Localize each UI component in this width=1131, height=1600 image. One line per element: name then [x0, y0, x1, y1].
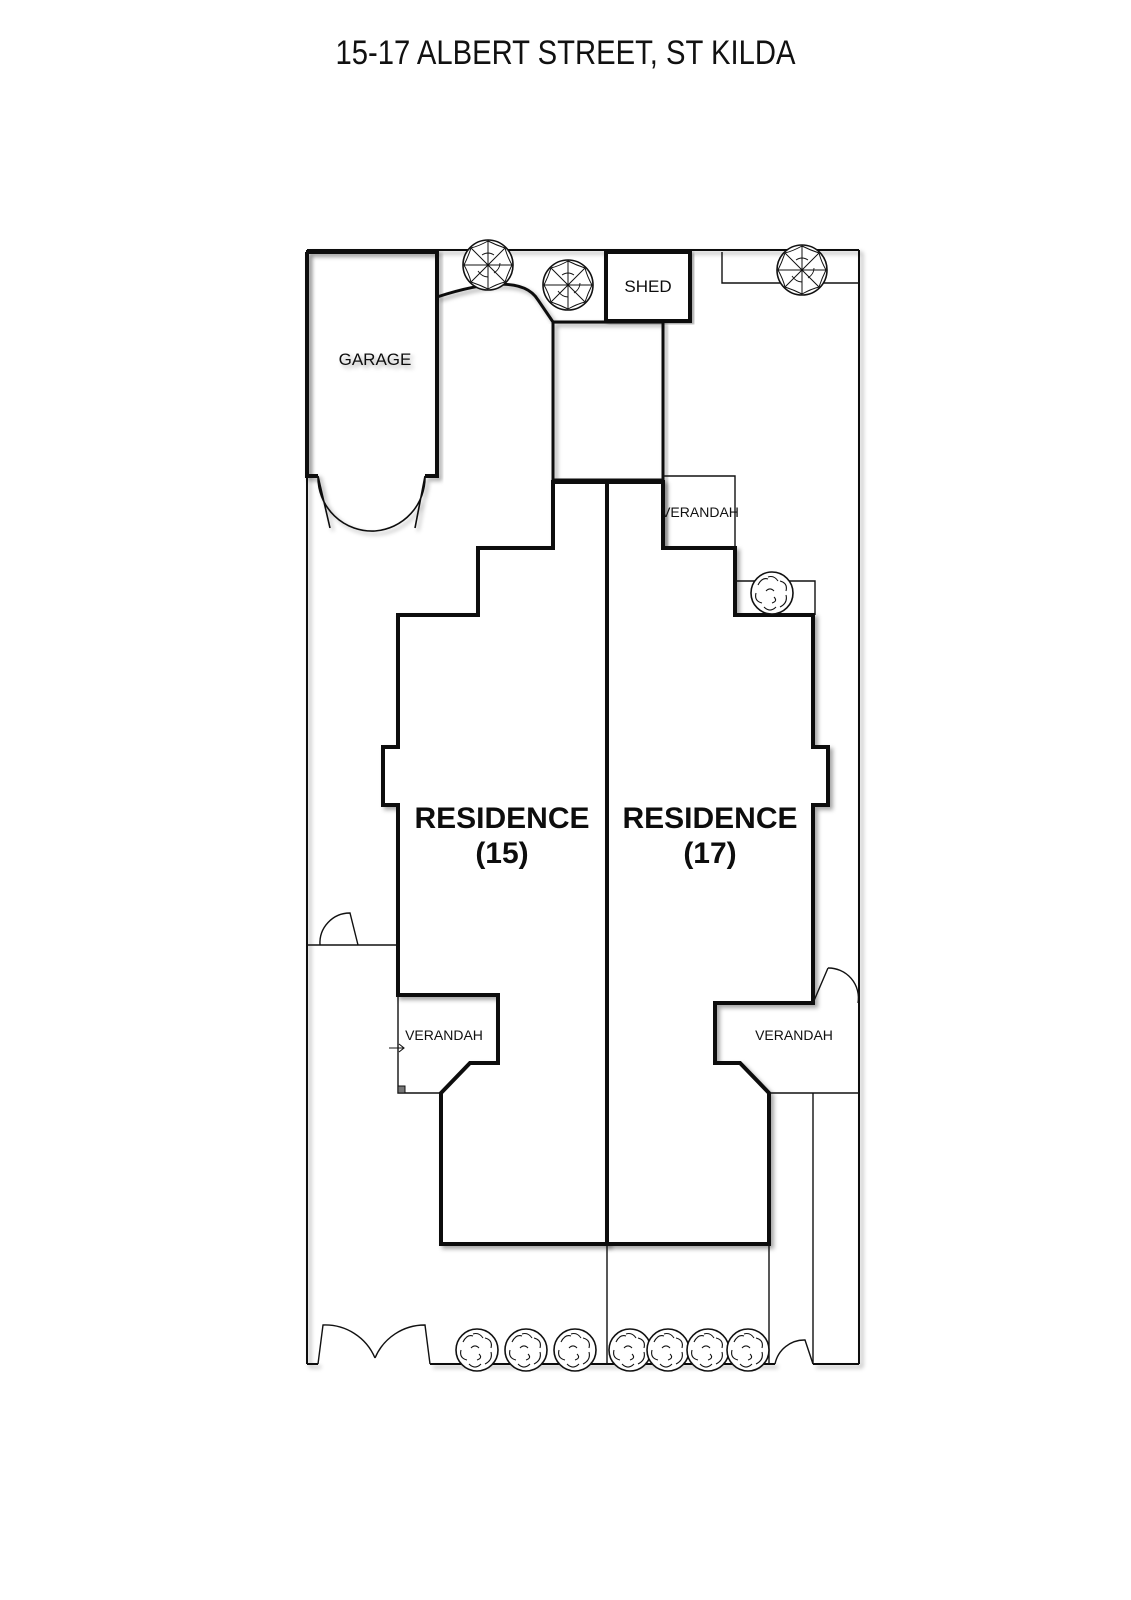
- residence-15-name: RESIDENCE: [414, 802, 589, 835]
- shrub-icon: [608, 1328, 652, 1372]
- verandah-right-label: VERANDAH: [755, 1027, 833, 1043]
- verandah-top: VERANDAH: [661, 475, 739, 548]
- shrub-icon: [750, 571, 794, 615]
- residence-15-number: (15): [475, 837, 528, 870]
- side-gate-right: [812, 967, 860, 1004]
- verandah-right: VERANDAH: [755, 1027, 859, 1094]
- shed: SHED: [604, 250, 692, 323]
- garage: GARAGE: [305, 250, 439, 532]
- shrub-icon: [686, 1328, 730, 1372]
- verandah-left-label: VERANDAH: [405, 1027, 483, 1043]
- garage-label: GARAGE: [339, 350, 412, 369]
- residence-15: RESIDENCE (15): [381, 480, 609, 1246]
- shrub-icon: [646, 1328, 690, 1372]
- verandah-top-label: VERANDAH: [661, 504, 739, 520]
- shrub-icon: [504, 1328, 548, 1372]
- tree-icon: [462, 239, 514, 291]
- residence-17: RESIDENCE (17): [605, 480, 830, 1246]
- residence-17-number: (17): [683, 837, 736, 870]
- residence-17-name: RESIDENCE: [622, 802, 797, 835]
- tree-icon: [542, 259, 594, 311]
- front-fences: [317, 1093, 814, 1365]
- garden-bed-outline: [436, 282, 606, 324]
- shed-label: SHED: [624, 277, 671, 296]
- shrub-icon: [455, 1328, 499, 1372]
- side-gate-left: [307, 912, 398, 946]
- tree-icon: [776, 244, 828, 296]
- shrub-icon: [726, 1328, 770, 1372]
- shrub-icon: [553, 1328, 597, 1372]
- plan-title: 15-17 ALBERT STREET, ST KILDA: [335, 34, 796, 72]
- verandah-left: VERANDAH: [389, 995, 483, 1094]
